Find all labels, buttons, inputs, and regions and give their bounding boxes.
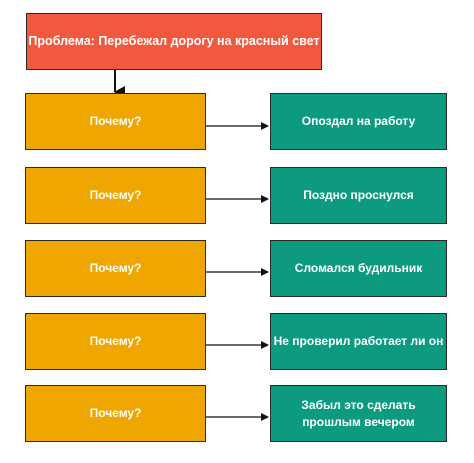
why-label: Почему?: [89, 114, 142, 129]
answer-label: Не проверил работает ли он: [273, 334, 444, 349]
why-label: Почему?: [89, 406, 142, 421]
answer-label: Опоздал на работу: [301, 114, 416, 129]
why-box-5: Почему?: [25, 385, 206, 442]
why-label: Почему?: [89, 261, 142, 276]
why-box-2: Почему?: [25, 167, 206, 224]
answer-box-3: Сломался будильник: [270, 240, 447, 297]
why-label: Почему?: [89, 188, 142, 203]
problem-box: Проблема: Перебежал дорогу на красный св…: [26, 13, 322, 70]
why-label: Почему?: [89, 334, 142, 349]
answer-label: Забыл это сделать прошлым вечером: [301, 398, 416, 429]
answer-label: Сломался будильник: [294, 261, 423, 276]
answer-box-4: Не проверил работает ли он: [270, 313, 447, 370]
why-box-4: Почему?: [25, 313, 206, 370]
answer-box-1: Опоздал на работу: [270, 93, 447, 150]
problem-label: Проблема: Перебежал дорогу на красный св…: [28, 34, 320, 49]
answer-box-5: Забыл это сделать прошлым вечером: [270, 385, 447, 442]
answer-box-2: Поздно проснулся: [270, 167, 447, 224]
answer-label: Поздно проснулся: [303, 188, 414, 203]
why-box-3: Почему?: [25, 240, 206, 297]
why-box-1: Почему?: [25, 93, 206, 150]
